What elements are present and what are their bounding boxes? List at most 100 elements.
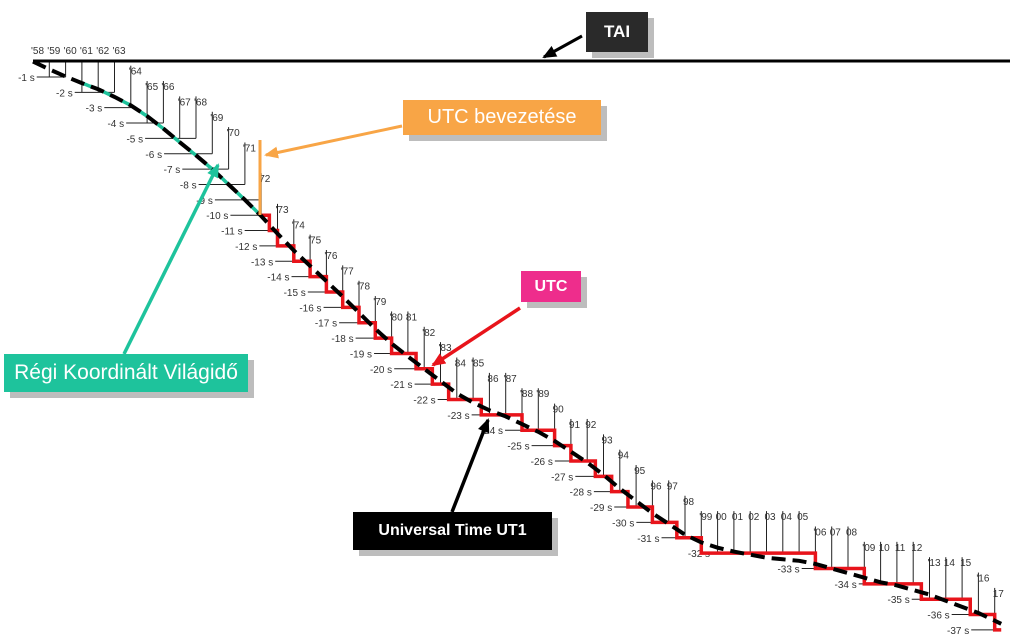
second-level-label: -22 s — [413, 396, 435, 407]
year-label: '78 — [357, 282, 370, 293]
utc-label-box: UTC — [521, 271, 581, 302]
year-label: 97 — [667, 481, 679, 492]
year-label: '61 — [80, 46, 93, 57]
year-label: '82 — [422, 328, 435, 339]
year-label: 17 — [993, 589, 1005, 600]
second-level-label: -14 s — [267, 273, 289, 284]
year-label: '16 — [976, 574, 989, 585]
year-label: '60 — [64, 46, 77, 57]
second-level-label: -30 s — [612, 518, 634, 529]
ut1-label: Universal Time UT1 — [378, 522, 527, 539]
second-level-label: -11 s — [221, 227, 243, 238]
year-label: 72 — [259, 174, 271, 185]
year-label: '76 — [324, 251, 337, 262]
year-label: 84 — [455, 359, 467, 370]
second-level-label: -34 s — [835, 580, 857, 591]
second-level-label: -13 s — [251, 257, 273, 268]
second-level-label: -23 s — [447, 411, 469, 422]
second-level-label: -10 s — [206, 211, 228, 222]
year-label: '88 — [520, 389, 533, 400]
year-label: '74 — [292, 220, 305, 231]
year-label: '09 — [862, 543, 875, 554]
second-level-label: -37 s — [947, 626, 969, 637]
utc-intro-arrow — [264, 124, 403, 159]
utc-introduction-label-box: UTC bevezetése — [403, 100, 601, 135]
second-level-label: -9 s — [196, 196, 213, 207]
second-level-label: -6 s — [145, 150, 162, 161]
year-label: '83 — [439, 343, 452, 354]
second-level-label: -1 s — [18, 73, 35, 84]
year-label: 90 — [553, 405, 565, 416]
second-level-label: -26 s — [531, 457, 553, 468]
year-label: '73 — [276, 205, 289, 216]
year-label: '59 — [47, 46, 60, 57]
year-label: '85 — [471, 359, 484, 370]
curves — [32, 59, 1003, 632]
year-label: '62 — [96, 46, 109, 57]
year-label: '99 — [699, 512, 712, 523]
year-label: 14 — [944, 558, 956, 569]
old-utc-arrow — [122, 163, 220, 355]
year-label: '69 — [210, 113, 223, 124]
year-label: 05 — [797, 512, 809, 523]
year-label: '66 — [161, 82, 174, 93]
year-label: 91 — [569, 420, 581, 431]
ut1-dashed-curve — [32, 59, 1003, 626]
year-label: 03 — [765, 512, 777, 523]
year-label: '89 — [536, 389, 549, 400]
tai-label-box: TAI — [586, 12, 648, 52]
second-level-label: -4 s — [107, 119, 124, 130]
utc-introduction-label: UTC bevezetése — [427, 106, 577, 128]
year-label: 11 — [895, 543, 906, 554]
second-level-label: -3 s — [86, 104, 103, 115]
year-label: '80 — [390, 312, 403, 323]
second-level-label: -35 s — [887, 595, 909, 606]
second-level-label: -24 s — [481, 426, 503, 437]
year-label: 12 — [911, 543, 923, 554]
year-label: 96 — [650, 481, 662, 492]
second-level-label: -32 s — [688, 549, 710, 560]
year-label: '77 — [341, 266, 354, 277]
year-label: '63 — [113, 46, 126, 57]
year-label: 02 — [748, 512, 760, 523]
year-label: '71 — [243, 143, 256, 154]
old-coordinated-time-curve — [77, 80, 263, 218]
year-label: 01 — [732, 512, 744, 523]
second-level-label: -27 s — [551, 472, 573, 483]
utc-arrow — [431, 306, 521, 367]
year-label: 98 — [683, 497, 695, 508]
second-level-label: -25 s — [507, 442, 529, 453]
year-label: 93 — [602, 435, 614, 446]
tai-arrow — [542, 34, 583, 59]
ut1-arrow — [450, 418, 490, 513]
ut1-label-box: Universal Time UT1 — [353, 512, 552, 550]
year-label: '65 — [145, 82, 158, 93]
year-label: 07 — [830, 527, 842, 538]
second-level-label: -28 s — [570, 488, 592, 499]
year-label: 95 — [634, 466, 646, 477]
year-label: '68 — [194, 97, 207, 108]
second-level-label: -15 s — [284, 288, 306, 299]
year-label: '67 — [178, 97, 191, 108]
second-level-label: -33 s — [777, 564, 799, 575]
year-label: '79 — [373, 297, 386, 308]
year-label: 86 — [487, 374, 499, 385]
second-level-label: -19 s — [350, 349, 372, 360]
year-label: '13 — [928, 558, 941, 569]
year-label: '58 — [31, 46, 44, 57]
old-coordinated-time-label: Régi Koordinált Világidő — [14, 361, 238, 384]
second-level-label: -17 s — [315, 319, 337, 330]
second-level-label: -31 s — [637, 534, 659, 545]
second-level-label: -7 s — [164, 165, 181, 176]
year-label: 04 — [781, 512, 793, 523]
second-level-label: -16 s — [299, 303, 321, 314]
second-level-label: -36 s — [927, 611, 949, 622]
utc-step-line — [261, 213, 1002, 632]
year-label: '64 — [129, 67, 142, 78]
year-label: 10 — [879, 543, 891, 554]
year-label: 00 — [716, 512, 728, 523]
year-label: 08 — [846, 527, 858, 538]
second-level-label: -2 s — [56, 88, 73, 99]
year-label: 92 — [585, 420, 597, 431]
